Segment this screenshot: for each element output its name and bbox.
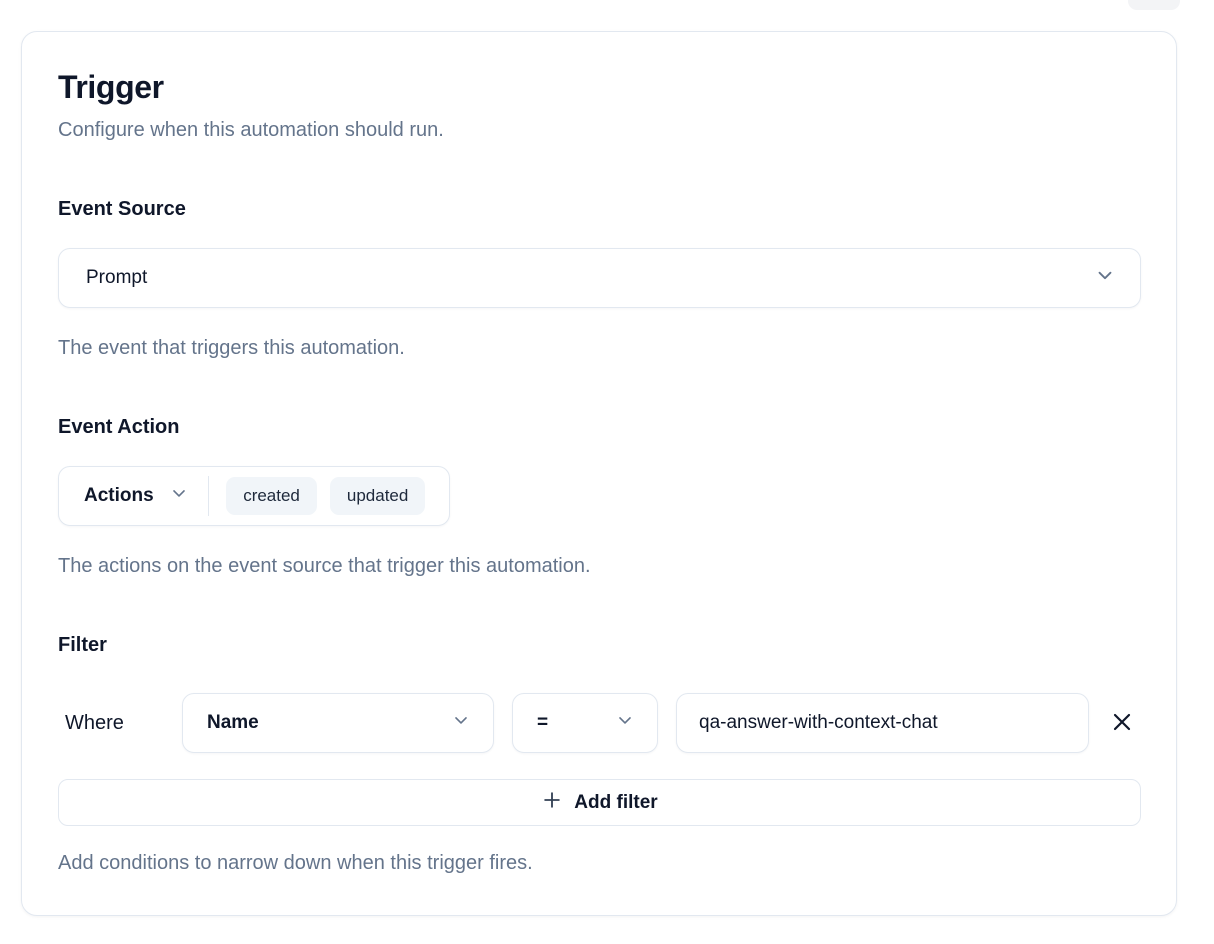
action-chip-updated[interactable]: updated <box>329 477 426 515</box>
action-chip-created[interactable]: created <box>226 477 317 515</box>
event-source-value: Prompt <box>86 267 148 288</box>
where-label: Where <box>65 711 124 734</box>
filter-field-value: Name <box>207 712 259 733</box>
chevron-down-icon <box>1094 264 1116 292</box>
filter-condition-row: Where Name = <box>58 693 1141 753</box>
add-filter-label: Add filter <box>574 791 658 813</box>
chevron-down-icon <box>615 710 635 736</box>
event-source-label: Event Source <box>58 198 186 220</box>
plus-icon <box>541 789 563 817</box>
filter-operator-value: = <box>537 712 549 733</box>
event-action-label: Event Action <box>58 416 180 438</box>
divider <box>207 476 210 516</box>
card-subtitle: Configure when this automation should ru… <box>58 119 444 141</box>
actions-dropdown-label: Actions <box>84 485 154 506</box>
filter-helper: Add conditions to narrow down when this … <box>58 852 533 874</box>
actions-dropdown-button[interactable]: Actions <box>84 483 189 509</box>
page-title: Trigger <box>58 69 164 105</box>
close-icon <box>1110 710 1134 737</box>
trigger-card: Trigger Configure when this automation s… <box>21 31 1177 916</box>
event-source-select[interactable]: Prompt <box>58 248 1141 308</box>
filter-label: Filter <box>58 634 107 656</box>
event-action-helper: The actions on the event source that tri… <box>58 555 591 577</box>
cut-off-top-element <box>1128 0 1180 10</box>
event-action-control: Actions created updated <box>58 466 451 526</box>
chevron-down-icon <box>451 710 471 736</box>
filter-operator-select[interactable]: = <box>512 693 658 753</box>
selected-actions: created updated <box>226 477 426 515</box>
filter-field-select[interactable]: Name <box>182 693 494 753</box>
event-source-helper: The event that triggers this automation. <box>58 337 405 359</box>
remove-filter-button[interactable] <box>1103 704 1141 742</box>
add-filter-button[interactable]: Add filter <box>58 779 1141 826</box>
filter-value-input[interactable] <box>676 693 1089 753</box>
chevron-down-icon <box>169 483 189 509</box>
